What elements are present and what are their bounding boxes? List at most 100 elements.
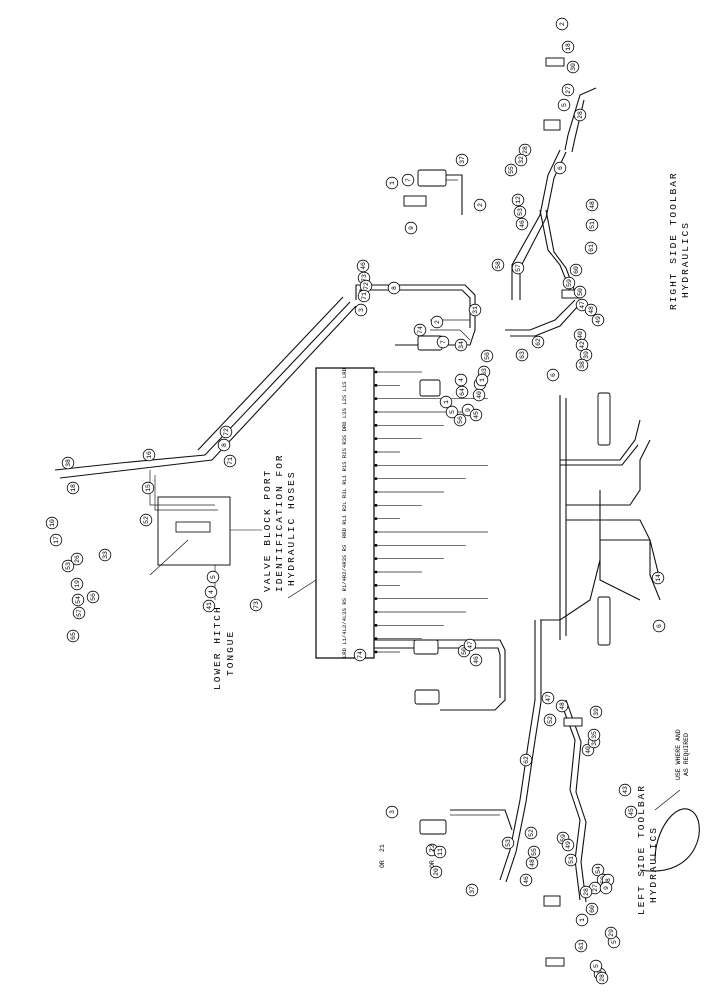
- callout-number: 59: [566, 279, 573, 287]
- callout-balloon: [98, 548, 112, 562]
- port-fitting: [374, 570, 378, 574]
- port-fitting: [374, 543, 378, 547]
- callout-number: 62: [523, 756, 530, 764]
- callout-number: 39: [593, 708, 600, 716]
- callout-number: 8: [605, 878, 612, 882]
- callout-number: 59: [560, 834, 567, 842]
- callout-number: 5: [449, 410, 456, 414]
- callout-number: 60: [573, 266, 580, 274]
- port-fitting: [374, 650, 378, 654]
- callout-balloon: [599, 881, 613, 895]
- callout-number: 34: [458, 341, 465, 349]
- callout-balloon: [404, 221, 418, 235]
- callout-number: 9: [603, 886, 610, 890]
- tongue-hoses: [54, 296, 357, 511]
- right-side-label-line1: RIGHT SIDE TOOLBAR: [668, 171, 679, 310]
- callout-number: 47: [579, 301, 586, 309]
- callout-number: 51: [589, 221, 596, 229]
- callout-number: 73: [253, 601, 260, 609]
- use-note-line2: AS REQUIRED: [683, 733, 690, 776]
- valve-port-label: L3S: [341, 407, 348, 418]
- callout-number: 5: [593, 964, 600, 968]
- callout-balloon: [573, 108, 587, 122]
- callout-balloon: [413, 323, 427, 337]
- port-fitting: [374, 517, 378, 521]
- callout-number: 57: [76, 609, 83, 617]
- callout-balloon: [385, 176, 399, 190]
- callout-balloon: [513, 205, 527, 219]
- callout-number: 52: [143, 516, 150, 524]
- callout-number: 51: [568, 856, 575, 864]
- callout-balloon: [595, 971, 609, 985]
- callout-balloon: [469, 408, 483, 422]
- port-fitting: [374, 503, 378, 507]
- callout-number: 1: [579, 918, 586, 922]
- callout-balloon: [439, 395, 453, 409]
- port-fitting: [374, 370, 378, 374]
- callout-balloon: [469, 653, 483, 667]
- callout-balloon: [579, 885, 593, 899]
- callout-number: 2: [434, 320, 441, 324]
- callout-number: 7: [429, 848, 436, 852]
- callout-number: 32: [518, 156, 525, 164]
- callout-number: 1: [479, 378, 486, 382]
- callout-number: 3: [358, 308, 365, 312]
- callout-balloon: [436, 335, 450, 349]
- valve-block-ports: LRDL1/4L2/4L3SRSR1/4R2/4R3SRSRRDRL1R2LR3…: [341, 367, 348, 658]
- port-fitting: [374, 597, 378, 601]
- callout-balloon: [249, 598, 263, 612]
- callout-number: 53: [517, 208, 524, 216]
- callout-number: 5: [561, 103, 568, 107]
- left-side-label-line1: LEFT SIDE TOOLBAR: [636, 784, 647, 915]
- callout-number: 38: [591, 738, 598, 746]
- callout-balloon: [624, 805, 638, 819]
- port-fitting: [374, 397, 378, 401]
- callout-balloon: [651, 571, 665, 585]
- callout-balloon: [473, 198, 487, 212]
- option-22: 22: [429, 844, 436, 852]
- callout-number: 5: [611, 940, 618, 944]
- callout-balloon: [585, 218, 599, 232]
- callout-number: 43: [622, 786, 629, 794]
- valve-block-label-line1: VALVE BLOCK PORT: [262, 469, 273, 592]
- callout-balloon: [575, 913, 589, 927]
- callout-number: 33: [102, 551, 109, 559]
- callout-number: 46: [473, 656, 480, 664]
- callout-balloon: [564, 853, 578, 867]
- callout-number: 50: [461, 647, 468, 655]
- callout-balloon: [454, 373, 468, 387]
- callout-balloon: [61, 456, 75, 470]
- callout-balloon: [353, 648, 367, 662]
- callout-balloon: [491, 258, 505, 272]
- valve-port-label: DRD: [341, 421, 348, 432]
- port-fitting: [374, 610, 378, 614]
- port-fitting: [374, 623, 378, 627]
- callout-balloon: [387, 281, 401, 295]
- valve-port-label: R1S: [341, 461, 348, 472]
- port-fitting: [374, 490, 378, 494]
- callout-balloon: [561, 838, 575, 852]
- callout-number: 1: [443, 400, 450, 404]
- port-fitting: [374, 450, 378, 454]
- callout-number: 71: [361, 292, 368, 300]
- callout-number: 40: [577, 331, 584, 339]
- callout-balloon: [511, 193, 525, 207]
- callout-balloon: [524, 826, 538, 840]
- cross-hose: [566, 439, 661, 601]
- callout-number: 56: [90, 593, 97, 601]
- callout-balloon: [354, 303, 368, 317]
- callout-number: 49: [565, 841, 572, 849]
- callout-number: 48: [589, 201, 596, 209]
- callout-number: 28: [522, 146, 529, 154]
- callout-balloon: [454, 338, 468, 352]
- port-fitting: [374, 410, 378, 414]
- callout-number: 28: [583, 888, 590, 896]
- callout-number: 47: [545, 694, 552, 702]
- port-fitting: [374, 437, 378, 441]
- callout-balloon: [531, 335, 545, 349]
- callout-number: 55: [508, 166, 515, 174]
- callout-balloon: [546, 368, 560, 382]
- valve-block-label-line2: IDENTIFICATION FOR: [274, 453, 285, 592]
- callout-number: 4: [208, 590, 215, 594]
- callout-balloon: [468, 303, 482, 317]
